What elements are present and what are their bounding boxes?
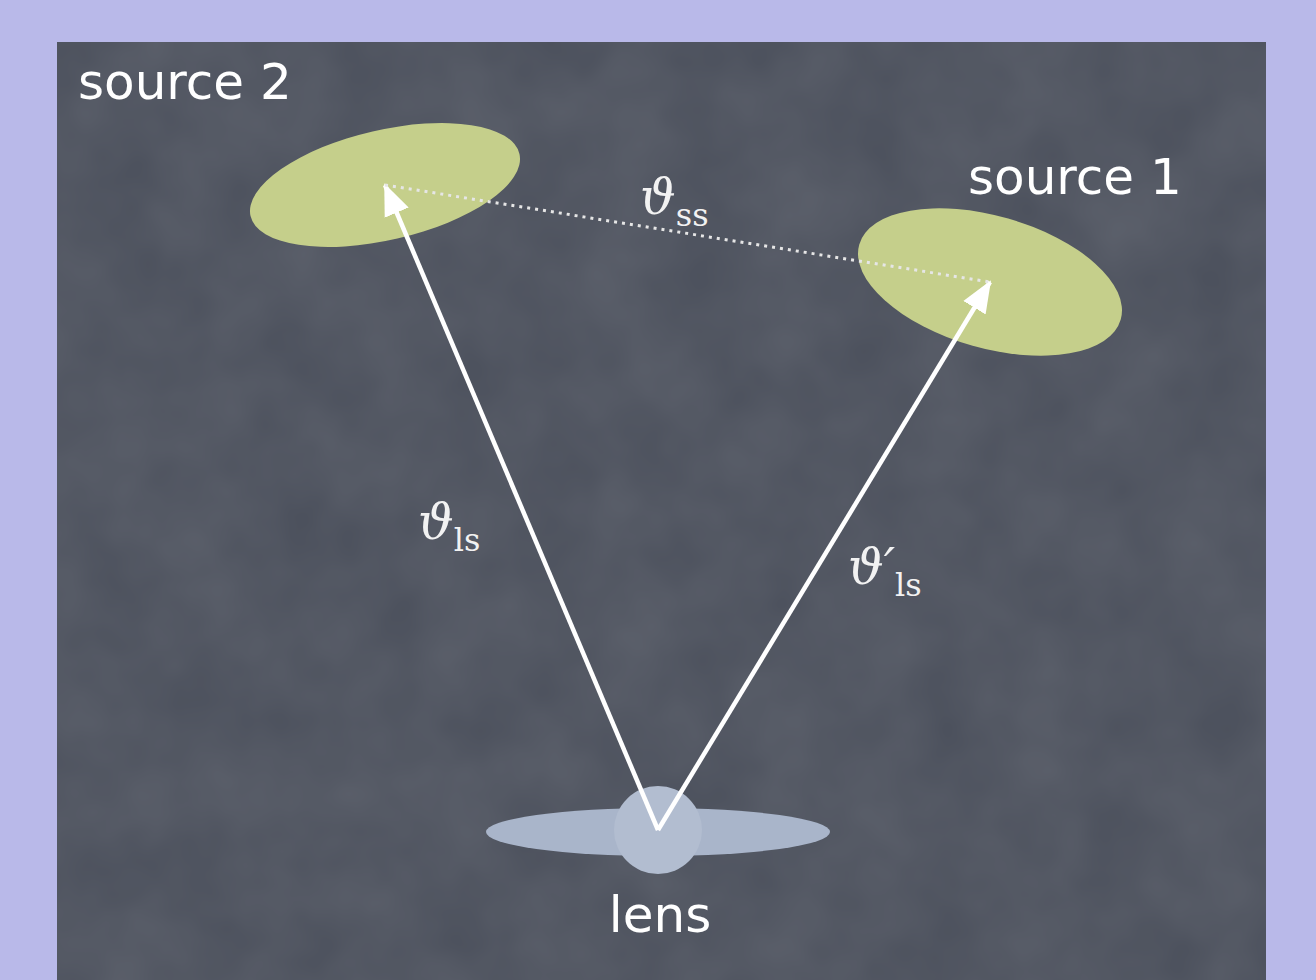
node-label: lens bbox=[609, 888, 711, 943]
galaxy-disc bbox=[841, 181, 1139, 383]
angle-label: ϑss bbox=[640, 170, 709, 225]
galaxy-bulge bbox=[614, 786, 702, 874]
angle-arrow bbox=[385, 185, 658, 830]
lens-galaxy: lens bbox=[480, 780, 840, 970]
node-label: source 2 bbox=[78, 55, 292, 110]
source-galaxy: source 2 bbox=[70, 55, 540, 255]
angle-arrow bbox=[658, 282, 990, 830]
source-galaxy: source 1 bbox=[850, 150, 1260, 370]
galaxy-disc bbox=[238, 100, 532, 269]
angle-label: ϑ′ls bbox=[848, 540, 922, 595]
board-texture bbox=[57, 42, 1266, 980]
node-label: source 1 bbox=[968, 150, 1182, 205]
board bbox=[57, 42, 1266, 980]
angle-label: ϑls bbox=[418, 495, 480, 550]
